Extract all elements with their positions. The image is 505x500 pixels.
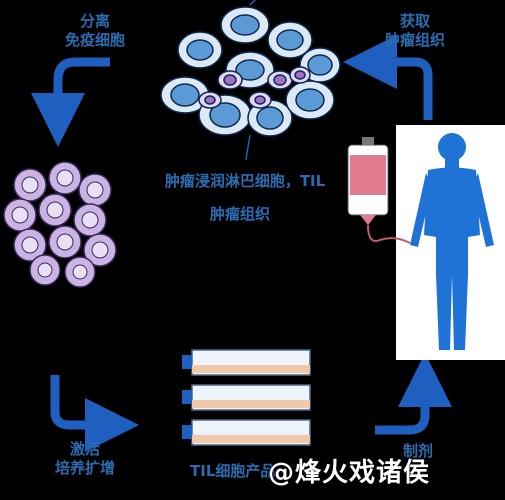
flask-icon (182, 419, 311, 446)
label-til-line: 肿瘤浸润淋巴细胞，TIL (164, 172, 326, 190)
label-isolate: 分离 免疫细胞 (40, 12, 150, 50)
label-activate-line1: 激活 (69, 440, 100, 458)
iv-bag-icon (347, 137, 411, 244)
arrow-obtain (343, 35, 433, 120)
label-isolate-line2: 免疫细胞 (64, 31, 125, 49)
label-obtain-line1: 获取 (399, 12, 430, 30)
lymphocyte-cluster (3, 161, 117, 288)
watermark: @烽火戏诸侯 (268, 458, 431, 488)
label-til-product-text: TIL细胞产品 (190, 462, 276, 480)
label-til: 肿瘤浸润淋巴细胞，TIL (140, 172, 350, 191)
label-obtain-line2: 肿瘤组织 (384, 31, 445, 49)
arrow-prepare (375, 353, 452, 435)
culture-flasks (182, 349, 311, 446)
arrow-activate (50, 375, 139, 452)
flask-icon (182, 349, 311, 376)
flask-icon (182, 384, 311, 411)
label-tumor-tissue: 肿瘤组织 (185, 205, 295, 224)
label-activate: 激活 培养扩增 (30, 440, 140, 478)
label-activate-line2: 培养扩增 (54, 459, 115, 477)
label-til-product: TIL细胞产品 (190, 462, 310, 481)
label-obtain: 获取 肿瘤组织 (360, 12, 470, 50)
tumor-cluster (160, 0, 341, 160)
human-body-icon (410, 133, 494, 350)
label-prepare: 制剂 (388, 442, 448, 461)
label-isolate-line1: 分离 (79, 12, 110, 30)
label-prepare-text: 制剂 (402, 442, 433, 460)
label-tumor-tissue-text: 肿瘤组织 (209, 205, 270, 223)
patient-figure (347, 133, 494, 350)
arrow-isolate (31, 57, 110, 147)
